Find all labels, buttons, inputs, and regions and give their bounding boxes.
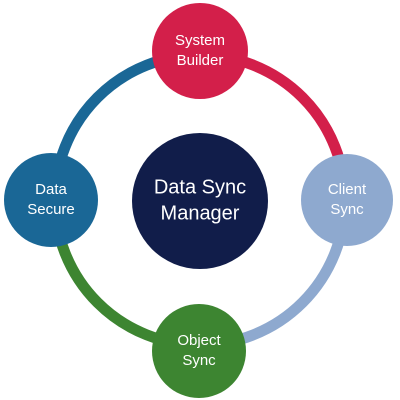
node-data-secure: Data Secure bbox=[4, 153, 98, 247]
center-node: Data Sync Manager bbox=[132, 133, 268, 269]
node-client-sync: Client Sync bbox=[301, 154, 393, 246]
node-system-builder-label-line1: System bbox=[175, 32, 225, 49]
center-node-label-line2: Manager bbox=[161, 202, 240, 224]
center-node-circle bbox=[132, 133, 268, 269]
node-system-builder: System Builder bbox=[152, 3, 248, 99]
node-object-sync-circle bbox=[152, 304, 246, 398]
node-client-sync-circle bbox=[301, 154, 393, 246]
node-system-builder-circle bbox=[152, 3, 248, 99]
node-system-builder-label-line2: Builder bbox=[177, 52, 224, 69]
node-data-secure-circle bbox=[4, 153, 98, 247]
node-data-secure-label-line1: Data bbox=[35, 181, 67, 198]
node-data-secure-label-line2: Secure bbox=[27, 201, 75, 218]
node-object-sync-label-line2: Sync bbox=[182, 352, 216, 369]
center-node-label-line1: Data Sync bbox=[154, 176, 246, 198]
node-object-sync: Object Sync bbox=[152, 304, 246, 398]
node-object-sync-label-line1: Object bbox=[177, 332, 221, 349]
node-client-sync-label-line2: Sync bbox=[330, 201, 364, 218]
node-client-sync-label-line1: Client bbox=[328, 181, 367, 198]
